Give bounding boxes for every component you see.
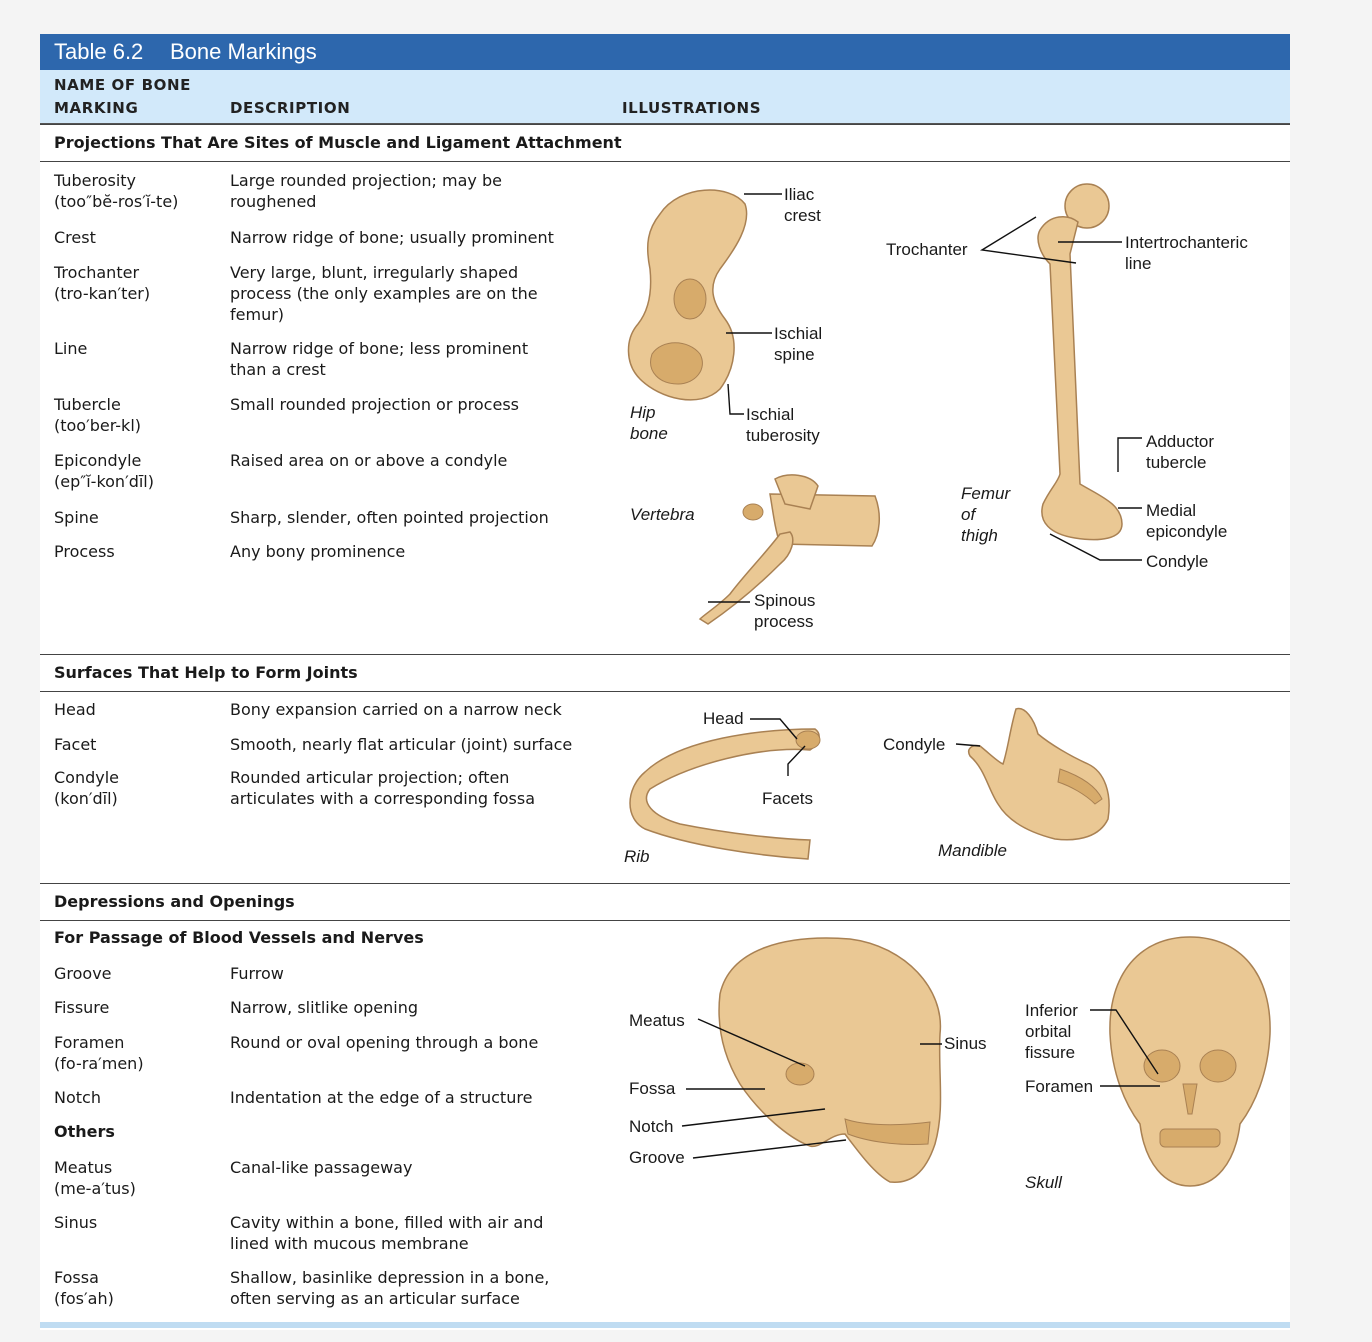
desc-facet: Smooth, nearly flat articular (joint) su…	[230, 735, 573, 754]
term-notch: Notch	[54, 1088, 101, 1107]
term-spine: Spine	[54, 508, 99, 527]
label-fossa: Fossa	[629, 1079, 676, 1098]
subheading-passage: For Passage of Blood Vessels and Nerves	[54, 928, 424, 947]
label-notch: Notch	[629, 1117, 673, 1136]
term-sinus: Sinus	[54, 1213, 98, 1232]
section-surfaces: Surfaces That Help to Form Joints	[40, 654, 1290, 692]
header-name: NAME OF BONE MARKING	[54, 76, 191, 117]
term-condyle: Condyle (kon′dīl)	[54, 768, 120, 808]
section-depressions: Depressions and Openings	[40, 883, 1290, 921]
desc-fissure: Narrow, slitlike opening	[230, 998, 419, 1017]
label-rib: Rib	[624, 847, 650, 866]
term-tuberosity: Tuberosity (too″bĕ-ros′ĭ-te)	[54, 171, 179, 211]
label-trochanter: Trochanter	[886, 240, 968, 259]
skull-lateral-illustration	[718, 937, 942, 1183]
label-sinus: Sinus	[944, 1034, 987, 1053]
desc-crest: Narrow ridge of bone; usually prominent	[230, 228, 554, 247]
desc-trochanter: Very large, blunt, irregularly shaped pr…	[230, 263, 538, 324]
term-foramen: Foramen (fo-ra′men)	[54, 1033, 144, 1073]
desc-sinus: Cavity within a bone, filled with air an…	[230, 1213, 544, 1253]
label-mandible: Mandible	[938, 841, 1007, 860]
label-vertebra: Vertebra	[630, 505, 695, 524]
mandible-illustration	[968, 707, 1110, 841]
term-crest: Crest	[54, 228, 96, 247]
bone-markings-table: Table 6.2 Bone Markings NAME OF BONE MAR…	[40, 34, 1290, 1330]
term-tubercle: Tubercle (too′ber-kl)	[54, 395, 142, 435]
rib-illustration	[629, 728, 821, 860]
term-fissure: Fissure	[54, 998, 110, 1017]
label-skull: Skull	[1025, 1173, 1063, 1192]
subheading-others: Others	[54, 1122, 115, 1141]
desc-notch: Indentation at the edge of a structure	[230, 1088, 533, 1107]
label-meatus: Meatus	[629, 1011, 685, 1030]
desc-foramen: Round or oval opening through a bone	[230, 1033, 539, 1052]
skull-frontal-illustration	[1109, 936, 1271, 1187]
header-description: DESCRIPTION	[230, 99, 351, 117]
term-line: Line	[54, 339, 88, 358]
desc-spine: Sharp, slender, often pointed projection	[230, 508, 549, 527]
section-projections: Projections That Are Sites of Muscle and…	[40, 124, 1290, 162]
column-header: NAME OF BONE MARKING DESCRIPTION ILLUSTR…	[40, 70, 1290, 124]
term-epicondyle: Epicondyle (ep″ĭ-kon′dīl)	[54, 451, 154, 491]
term-process: Process	[54, 542, 115, 561]
section-title: Projections That Are Sites of Muscle and…	[54, 133, 622, 152]
header-illustrations: ILLUSTRATIONS	[622, 99, 762, 117]
label-groove: Groove	[629, 1148, 685, 1167]
term-groove: Groove	[54, 964, 112, 983]
desc-epicondyle: Raised area on or above a condyle	[230, 451, 508, 470]
desc-tubercle: Small rounded projection or process	[230, 395, 519, 414]
label-facets: Facets	[762, 789, 813, 808]
table-title-bar: Table 6.2 Bone Markings	[40, 34, 1290, 70]
desc-tuberosity: Large rounded projection; may be roughen…	[230, 171, 502, 211]
desc-condyle: Rounded articular projection; often arti…	[230, 768, 536, 808]
term-meatus: Meatus (me-a′tus)	[54, 1158, 136, 1198]
desc-groove: Furrow	[230, 964, 284, 983]
term-head: Head	[54, 700, 96, 719]
desc-line: Narrow ridge of bone; less prominent tha…	[230, 339, 529, 379]
label-condyle-femur: Condyle	[1146, 552, 1208, 571]
desc-head: Bony expansion carried on a narrow neck	[230, 700, 562, 719]
femur-illustration	[1037, 183, 1123, 541]
label-condyle-mandible: Condyle	[883, 735, 945, 754]
desc-process: Any bony prominence	[230, 542, 406, 561]
term-fossa: Fossa (fos′ah)	[54, 1268, 114, 1308]
section-title: Depressions and Openings	[54, 892, 295, 911]
vertebra-illustration	[698, 474, 880, 625]
desc-fossa: Shallow, basinlike depression in a bone,…	[230, 1268, 550, 1308]
desc-meatus: Canal-like passageway	[230, 1158, 413, 1177]
section-title: Surfaces That Help to Form Joints	[54, 663, 358, 682]
table-number: Table 6.2	[54, 39, 144, 64]
term-trochanter: Trochanter (tro-kan′ter)	[54, 263, 151, 303]
label-foramen: Foramen	[1025, 1077, 1093, 1096]
bottom-strip	[40, 1322, 1290, 1328]
hip-bone-illustration	[627, 189, 748, 401]
term-facet: Facet	[54, 735, 97, 754]
label-rib-head: Head	[703, 709, 744, 728]
table-title: Bone Markings	[170, 39, 317, 64]
